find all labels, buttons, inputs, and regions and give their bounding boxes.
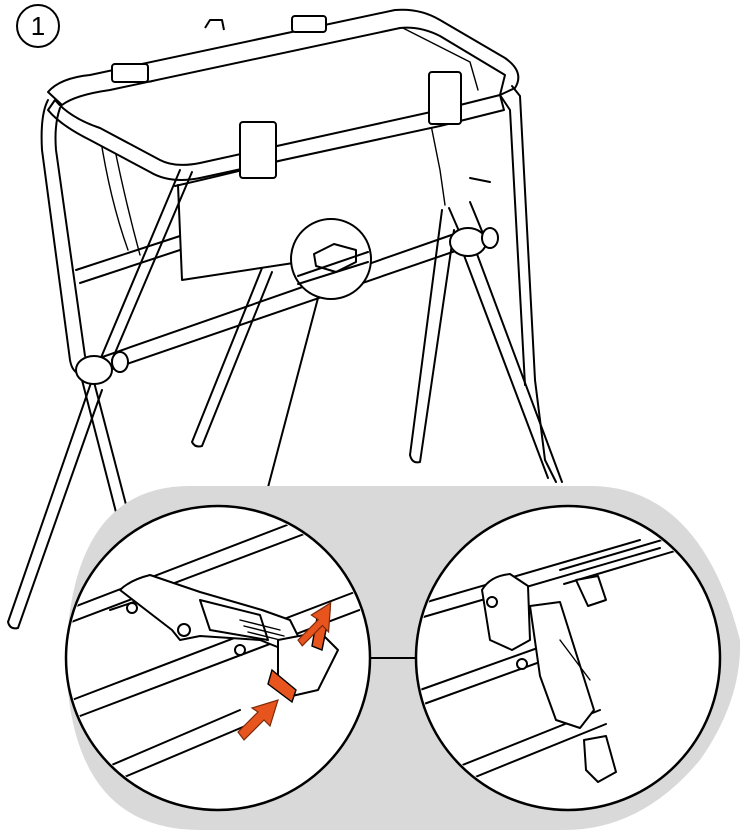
rim-clip-back-left — [111, 63, 149, 83]
rim-clip-front-right — [428, 71, 462, 125]
changing-stand-drawing — [7, 8, 563, 630]
hinge-right — [449, 227, 487, 257]
push-arrow-icon — [297, 601, 332, 647]
hinge-left — [75, 355, 113, 385]
detail-closed-latch — [64, 504, 372, 812]
rim-clip-back-center — [204, 19, 225, 31]
callout-leader-line — [261, 297, 319, 511]
leg-left-back — [191, 267, 273, 448]
basket-front-edge — [177, 184, 301, 281]
rim-clip-back-right — [291, 15, 327, 33]
press-arrow-icon — [237, 699, 279, 741]
step-badge: 1 — [16, 4, 60, 48]
front-crossbar — [87, 231, 461, 363]
latch-small — [313, 243, 357, 273]
top-frame-rim — [47, 8, 520, 106]
rim-clip-front-left — [239, 121, 277, 179]
detail-open-latch — [414, 504, 722, 812]
top-frame-front — [47, 94, 505, 181]
step-badge-circle-icon — [16, 4, 60, 48]
latch-arm-open — [529, 601, 595, 729]
leg-right-back — [409, 209, 455, 464]
latch-hinge-open — [481, 573, 531, 651]
leg-left-front — [7, 379, 103, 630]
detail-callout-panel — [64, 486, 741, 831]
step-number: 1 — [31, 11, 45, 41]
